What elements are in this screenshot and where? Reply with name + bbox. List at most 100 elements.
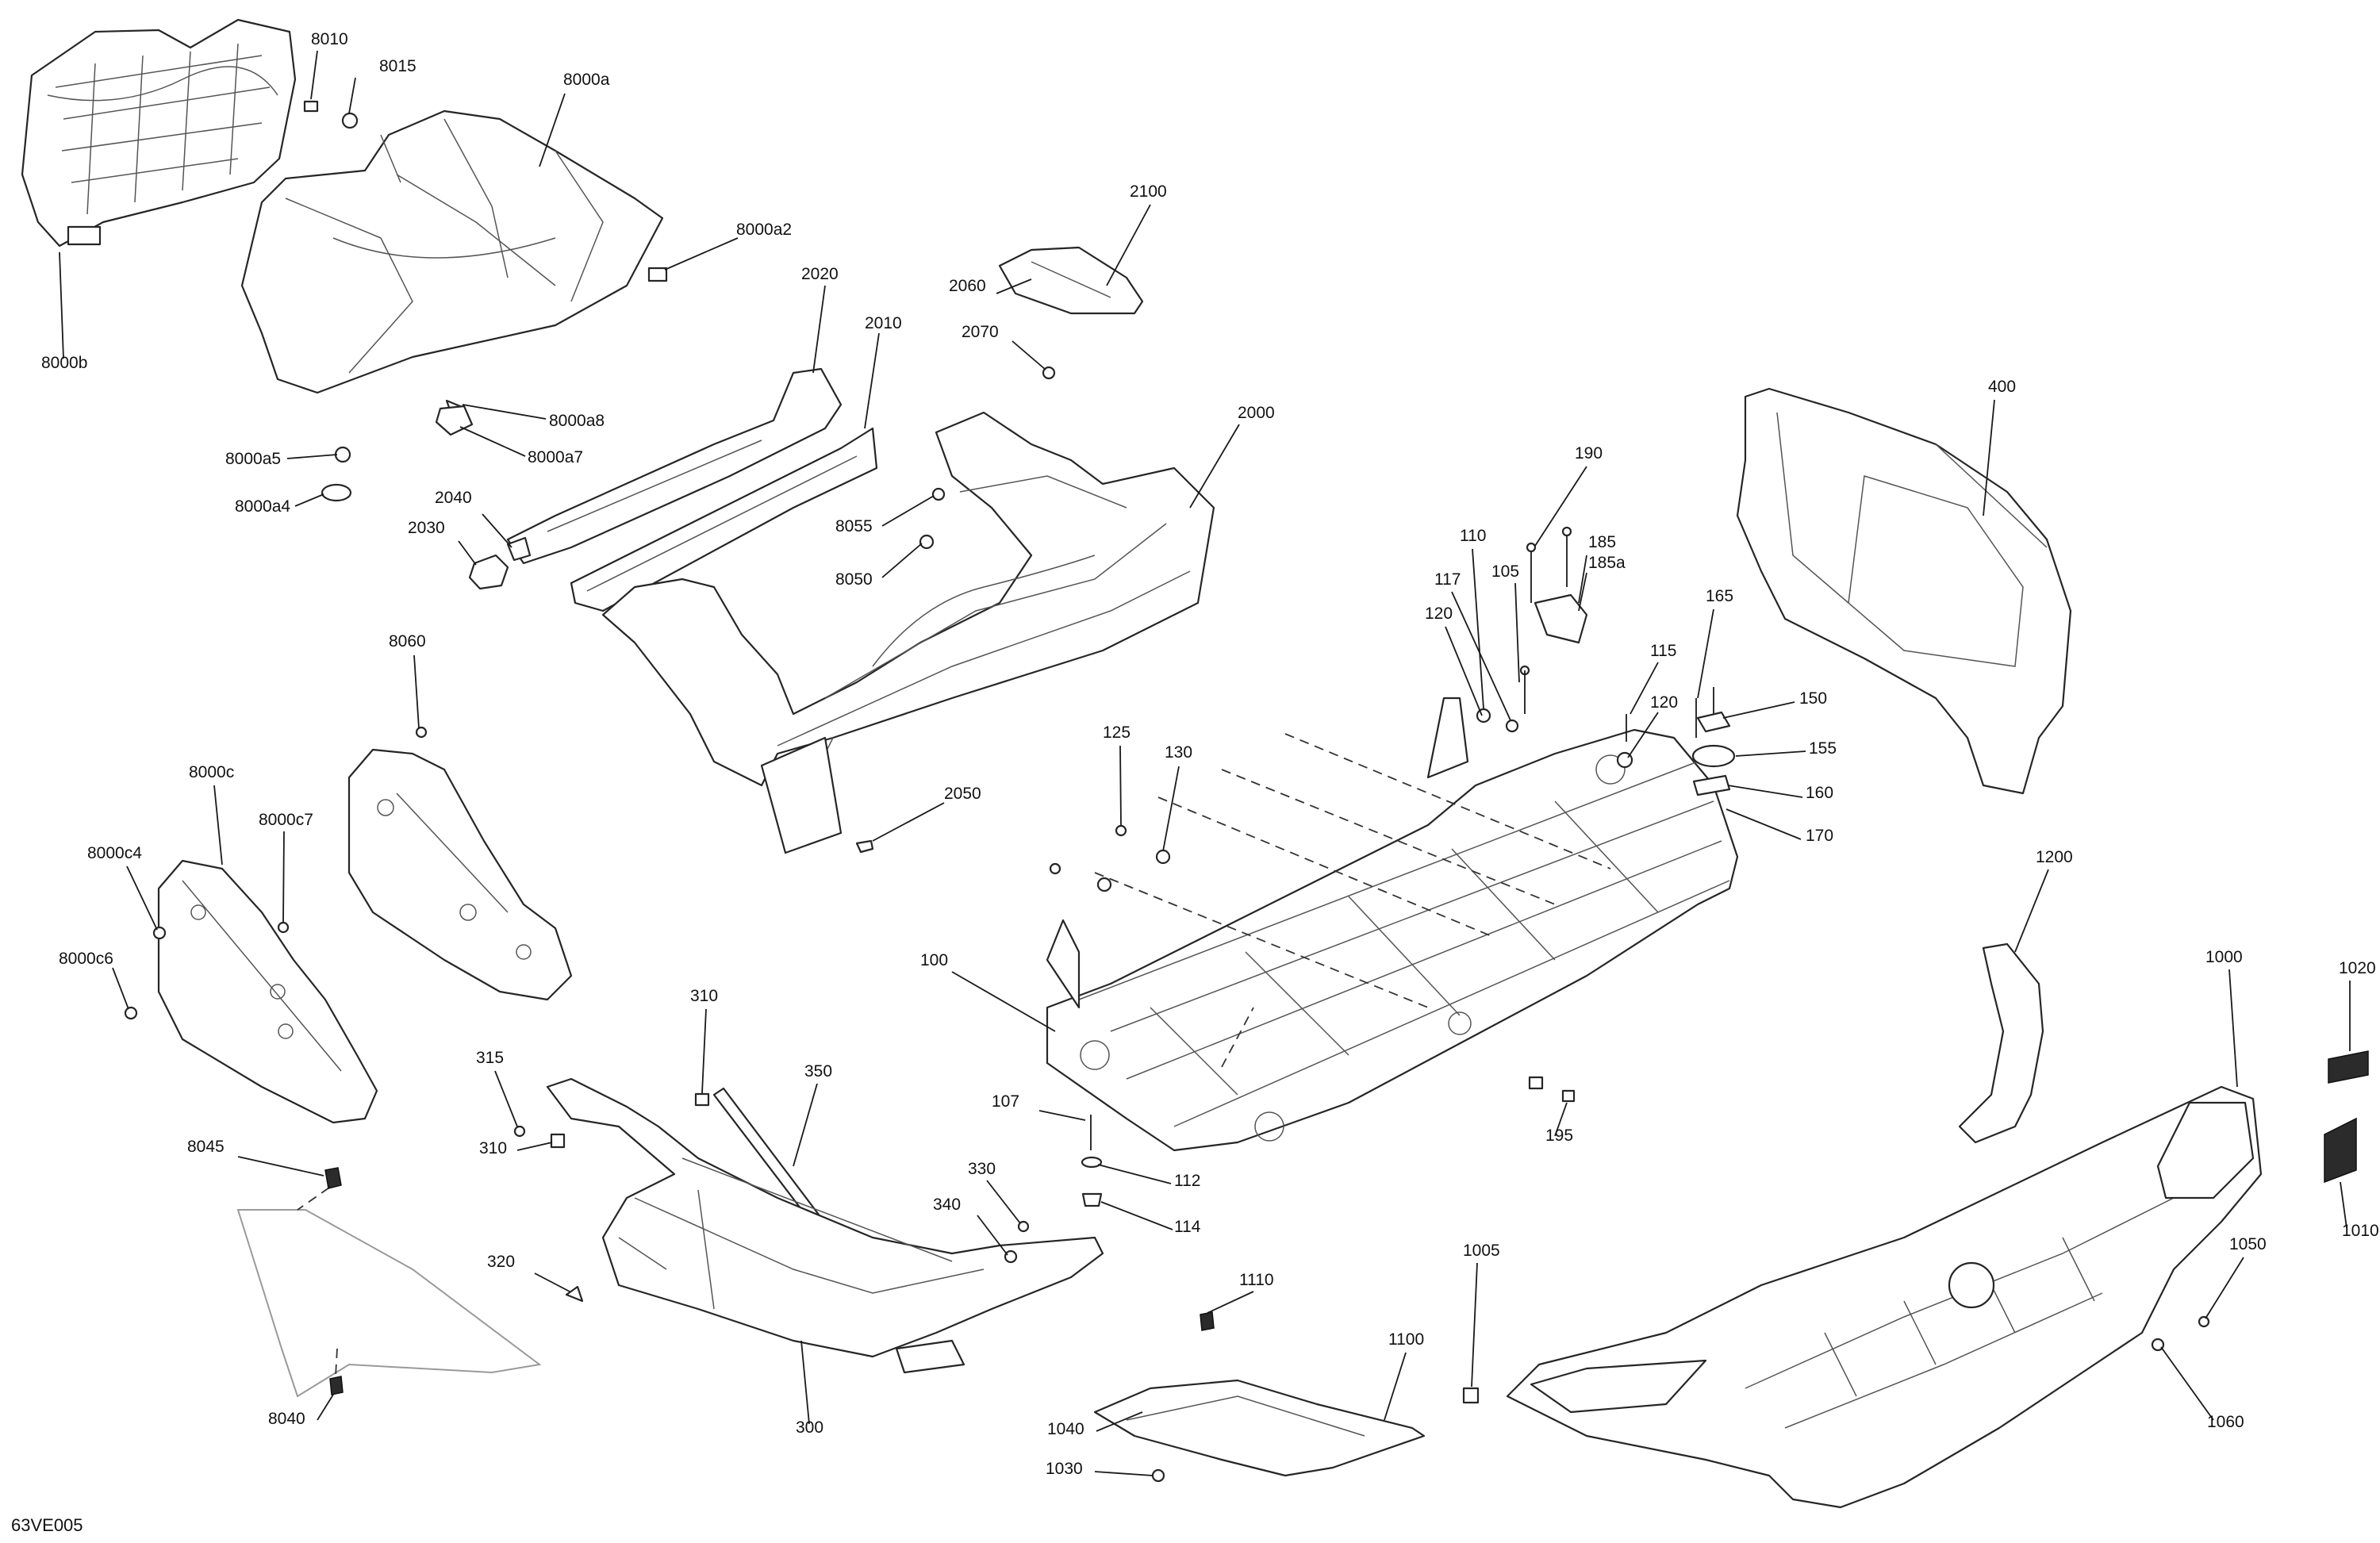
leader-line-2040 [482, 513, 512, 548]
leader-line-130 [1162, 766, 1180, 852]
callout-label-110: 110 [1460, 527, 1486, 545]
part-8000a4 [321, 483, 352, 502]
leader-line-315 [494, 1070, 518, 1127]
clip-8000a2 [647, 267, 668, 282]
callout-label-8040: 8040 [268, 1410, 305, 1428]
leader-line-125 [1119, 745, 1122, 826]
fastener-8010 [303, 100, 319, 113]
leader-line-120a [1445, 626, 1483, 716]
part-100-floor-plate [1046, 697, 1739, 1152]
callout-label-310b: 310 [479, 1139, 507, 1157]
leader-line-400 [1983, 399, 1995, 516]
callout-label-165: 165 [1706, 587, 1733, 605]
part-400-rear-frame [1736, 387, 2072, 795]
leader-line-2050 [872, 802, 945, 842]
leader-line-1030 [1094, 1471, 1154, 1476]
leader-line-190 [1534, 466, 1587, 547]
leader-line-150 [1722, 701, 1795, 719]
leader-line-185a [1578, 572, 1587, 612]
callout-label-2050: 2050 [944, 785, 981, 803]
callout-label-100: 100 [920, 951, 948, 969]
clip-8040 [329, 1376, 344, 1395]
part-8000c-side-panel-rear [347, 748, 573, 1001]
leader-line-8000a2 [664, 237, 739, 271]
leader-line-2030 [458, 540, 477, 566]
leader-line-340 [977, 1215, 1008, 1256]
callout-label-8000a4: 8000a4 [235, 497, 290, 516]
callout-label-114: 114 [1174, 1218, 1201, 1236]
bolts-190 [1526, 526, 1572, 603]
callout-label-8000a: 8000a [563, 71, 610, 89]
hardware-150-170 [1691, 687, 1736, 796]
callout-label-185: 185 [1588, 533, 1616, 551]
bolt-107 [1081, 1115, 1103, 1207]
leader-line-8000a7 [459, 426, 526, 457]
leader-line-112 [1097, 1164, 1172, 1184]
callout-label-2020: 2020 [801, 265, 839, 283]
callout-label-330: 330 [968, 1160, 996, 1178]
callout-label-1200: 1200 [2036, 848, 2073, 866]
leader-line-117 [1451, 591, 1511, 721]
bolts-125-130 [1049, 824, 1171, 892]
part-1100-lower-trim [1093, 1379, 1426, 1477]
leader-line-165 [1697, 608, 1714, 699]
leader-line-1010 [2340, 1181, 2347, 1229]
callout-label-1060: 1060 [2207, 1413, 2244, 1431]
leader-line-8045 [237, 1156, 324, 1176]
leader-line-1000 [2228, 969, 2238, 1088]
callout-label-8000c6: 8000c6 [59, 950, 113, 968]
fastener-2070 [1042, 366, 1056, 380]
leader-line-185 [1578, 555, 1587, 604]
callout-label-115: 115 [1650, 642, 1676, 660]
part-2000-dash-frame [601, 411, 1215, 854]
callout-label-112: 112 [1174, 1172, 1200, 1190]
clip-1005 [1462, 1387, 1480, 1404]
decal-1010 [2324, 1117, 2357, 1184]
leader-line-320 [534, 1272, 570, 1292]
leader-line-120b [1627, 712, 1659, 758]
part-300-lower-skid [546, 1077, 1104, 1374]
leader-line-8000c [213, 785, 223, 866]
fastener-8000a5 [334, 446, 351, 463]
callout-label-8000c4: 8000c4 [87, 844, 142, 862]
leader-line-2060 [996, 278, 1032, 294]
callout-label-1020: 1020 [2339, 959, 2376, 977]
clip-1110 [1200, 1311, 1215, 1331]
part-2010-rail [570, 427, 878, 612]
callout-label-1100: 1100 [1388, 1330, 1424, 1349]
leader-line-8010 [310, 50, 318, 100]
callout-label-8010: 8010 [311, 30, 348, 48]
callout-label-120a: 120 [1425, 605, 1453, 623]
leader-line-2010 [864, 332, 880, 429]
leader-line-310a [701, 1008, 707, 1094]
part-8000b-grille-panel [21, 18, 297, 248]
clip-195 [1528, 1076, 1576, 1103]
leader-line-1040 [1096, 1411, 1143, 1432]
callout-label-8015: 8015 [379, 57, 416, 75]
screw-8000c7 [277, 921, 290, 934]
callout-label-310a: 310 [690, 987, 718, 1005]
screw-2050 [855, 839, 874, 854]
callout-label-2010: 2010 [865, 314, 902, 332]
callout-label-8050: 8050 [835, 570, 873, 589]
callout-label-190: 190 [1575, 444, 1603, 463]
fastener-8055 [931, 487, 946, 501]
leader-line-1005 [1471, 1262, 1478, 1388]
callout-label-8000a5: 8000a5 [225, 450, 281, 468]
leader-line-8000b [59, 251, 64, 359]
callout-label-8055: 8055 [835, 517, 873, 535]
callout-label-117: 117 [1434, 570, 1461, 589]
leader-line-1110 [1207, 1291, 1254, 1314]
fastener-8015 [341, 112, 359, 129]
callout-label-350: 350 [804, 1062, 832, 1080]
leader-line-105 [1514, 582, 1520, 683]
callout-layer: 801080158000a8000b8000a28000a88000a78000… [41, 30, 2379, 1478]
callout-label-107: 107 [992, 1092, 1019, 1111]
leader-line-310b [516, 1142, 553, 1151]
leader-line-114 [1100, 1201, 1173, 1230]
callout-label-1000: 1000 [2205, 948, 2243, 966]
clip-8045 [324, 1167, 342, 1189]
leader-line-8000a8 [462, 404, 547, 420]
leader-line-1060 [2160, 1346, 2214, 1421]
